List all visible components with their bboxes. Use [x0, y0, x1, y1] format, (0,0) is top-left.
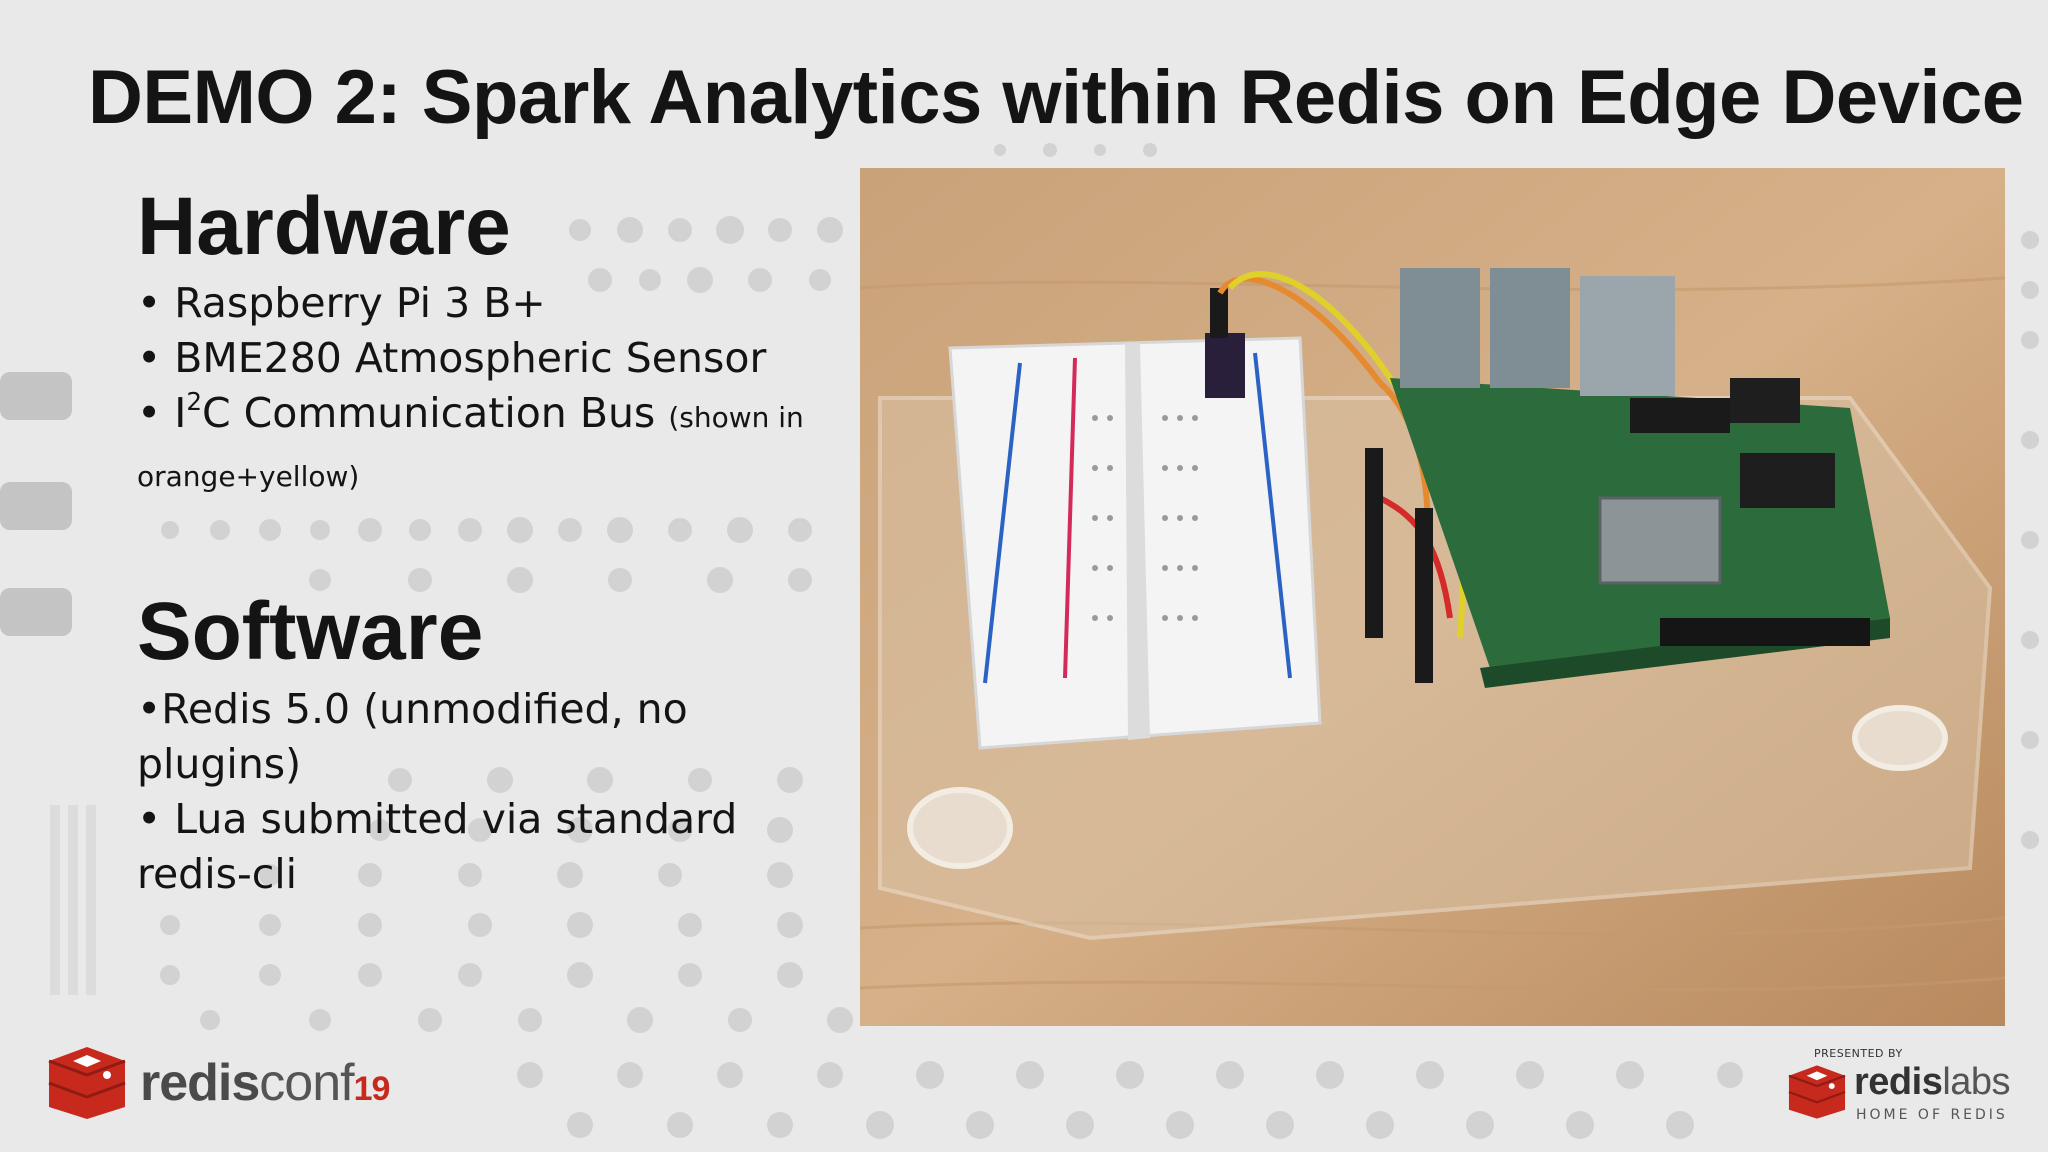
- conf-brand-bold: redis: [140, 1054, 260, 1112]
- sponsor-tagline: HOME OF REDIS: [1856, 1107, 2008, 1123]
- sponsor-brand-rest: labs: [1942, 1061, 2011, 1103]
- hardware-item-raspberry-pi: Raspberry Pi 3 B+: [174, 279, 546, 327]
- list-item: • Lua submitted via standard redis-cli: [137, 795, 738, 898]
- software-item-lua: Lua submitted via standard redis-cli: [137, 795, 738, 898]
- list-item: • I2C Communication Bus (shown in orange…: [137, 386, 804, 493]
- redis-cube-icon: [1788, 1065, 1846, 1119]
- conf-year: 19: [353, 1070, 391, 1108]
- hardware-item-i2c-note: (shown in orange+yellow): [137, 401, 804, 493]
- hardware-heading: Hardware: [137, 181, 511, 272]
- hardware-item-bme280: BME280 Atmospheric Sensor: [174, 334, 767, 382]
- conf-brand-rest: conf: [259, 1054, 354, 1112]
- redisconf-logo: redisconf19: [45, 1045, 445, 1125]
- hardware-item-i2c-superscript: 2: [186, 386, 202, 416]
- hardware-item-i2c: C Communication Bus: [201, 389, 656, 437]
- hardware-item-i2c-prefix: I: [174, 389, 187, 437]
- slide-title: DEMO 2: Spark Analytics within Redis on …: [88, 55, 2024, 140]
- redis-cube-icon: [48, 1047, 126, 1119]
- software-list: •Redis 5.0 (unmodified, no plugins) • Lu…: [137, 682, 797, 902]
- sponsor-brand-bold: redis: [1854, 1061, 1943, 1103]
- list-item: • BME280 Atmospheric Sensor: [137, 334, 767, 382]
- hardware-list: • Raspberry Pi 3 B+ • BME280 Atmospheric…: [137, 276, 827, 504]
- hardware-photo: [860, 168, 2005, 1026]
- presented-by-label: PRESENTED BY: [1814, 1047, 1903, 1060]
- software-heading: Software: [137, 586, 484, 677]
- software-item-redis: Redis 5.0 (unmodified, no plugins): [137, 685, 688, 788]
- redislabs-logo: PRESENTED BY redislabs HOME OF REDIS: [1780, 1045, 2020, 1125]
- list-item: •Redis 5.0 (unmodified, no plugins): [137, 685, 688, 788]
- list-item: • Raspberry Pi 3 B+: [137, 279, 546, 327]
